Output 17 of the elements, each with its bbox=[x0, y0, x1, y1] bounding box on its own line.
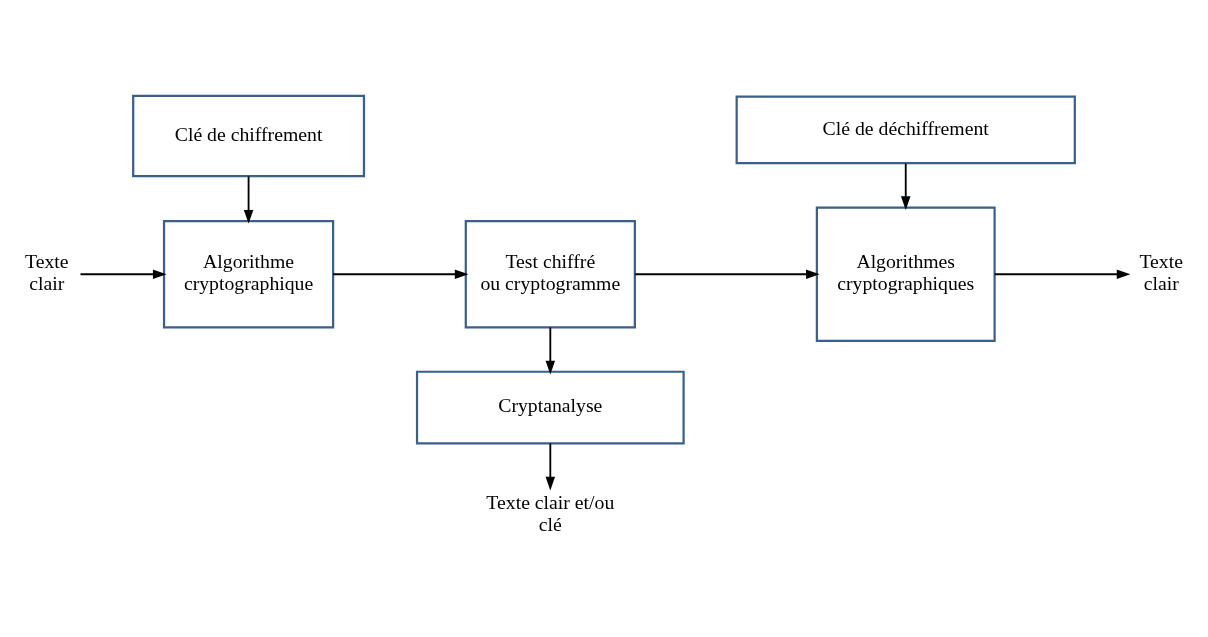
node-box: Algorithme cryptographique bbox=[162, 219, 335, 328]
node-box: Algorithmes cryptographiques bbox=[815, 206, 996, 342]
arrow bbox=[332, 269, 469, 279]
node-text: Texte clair et/ou clé bbox=[486, 490, 615, 535]
node-box: Clé de déchiffrement bbox=[735, 94, 1076, 164]
node-text: Texte clair bbox=[25, 249, 69, 294]
arrow bbox=[79, 269, 167, 279]
arrow bbox=[993, 269, 1131, 279]
node-box: Cryptanalyse bbox=[415, 370, 685, 444]
arrow bbox=[545, 326, 556, 374]
arrow bbox=[634, 269, 820, 279]
node-box: Clé de chiffrement bbox=[132, 94, 366, 177]
arrow bbox=[900, 162, 911, 210]
arrow bbox=[545, 442, 556, 490]
node-box: Test chiffré ou cryptogramme bbox=[464, 219, 636, 328]
arrow bbox=[243, 175, 254, 224]
node-text: Texte clair bbox=[1139, 249, 1183, 294]
